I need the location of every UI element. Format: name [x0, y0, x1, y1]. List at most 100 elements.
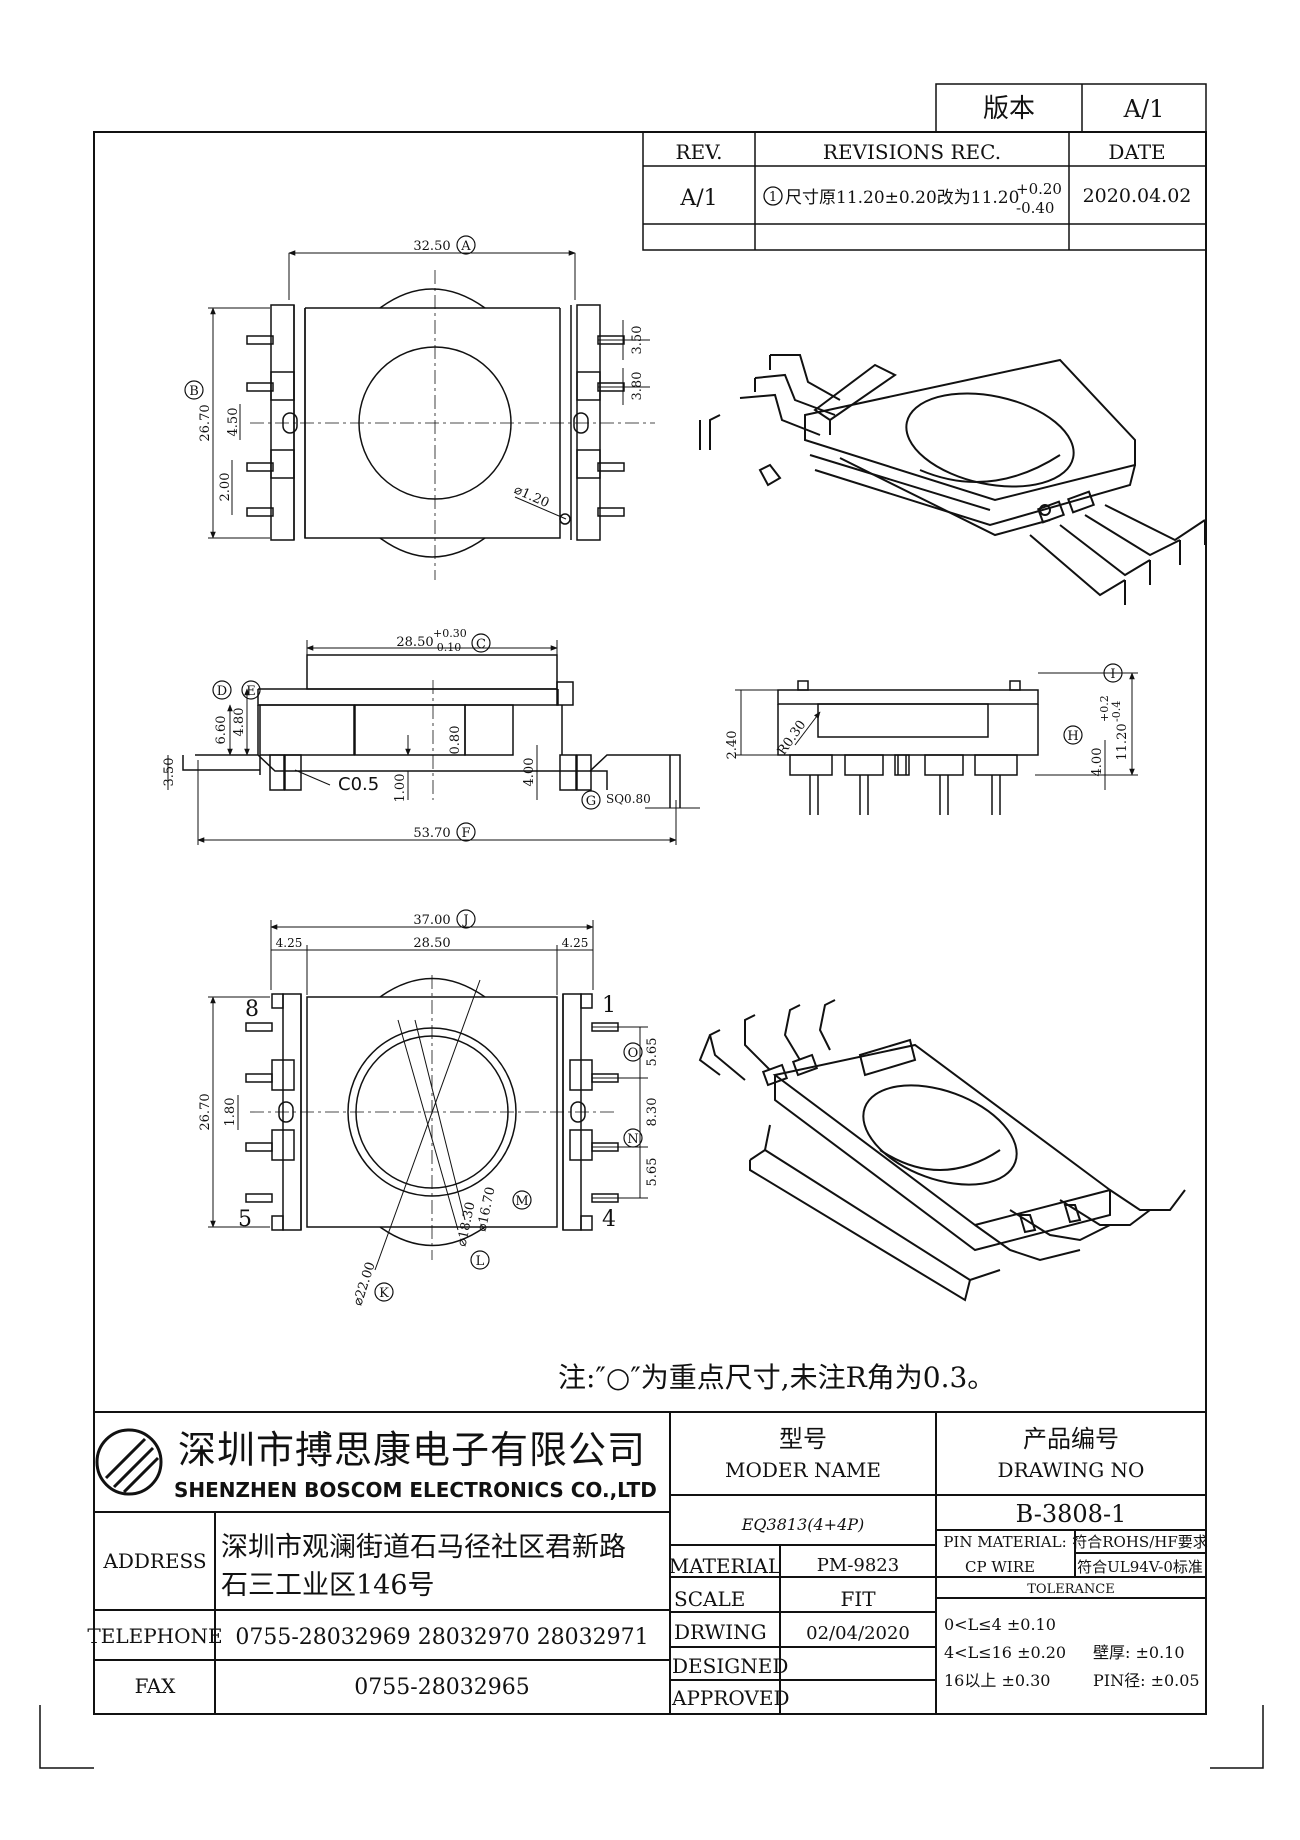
tag-c-circle: [471, 633, 491, 653]
date-header: DATE: [1108, 140, 1165, 164]
pin-label-1: 1: [602, 993, 616, 1018]
tag-k-circle: [374, 1282, 394, 1302]
top-dim-200: 2.00: [218, 473, 233, 502]
end-tol-plus: +0.2: [1098, 695, 1111, 722]
bottom-dim-2670: 26.70: [198, 1093, 213, 1130]
version-value: A/1: [1123, 95, 1165, 123]
bottom-dim-565b: 5.65: [645, 1158, 660, 1187]
tag-f-circle: [456, 822, 476, 842]
end-view: [735, 672, 1138, 815]
revision-circle-mark: [763, 186, 783, 206]
end-dim-r: R0.30: [775, 718, 810, 758]
top-dim-450: 4.50: [226, 408, 241, 437]
end-dim-1120: 11.20: [1115, 723, 1130, 760]
top-dim-350: 3.50: [630, 326, 645, 355]
side-dim-350: 3.50: [162, 758, 177, 787]
company-logo: [95, 1428, 163, 1496]
revision-tol-minus: -0.40: [1016, 199, 1054, 217]
drawing-date-label: DRWING: [674, 1620, 767, 1644]
tag-b-circle: [184, 380, 204, 400]
tag-i: I: [1110, 667, 1115, 682]
pin-label-5: 5: [238, 1207, 252, 1232]
tag-h-circle: [1063, 725, 1083, 745]
tag-g: G: [586, 794, 596, 809]
general-note: 注:″○″为重点尺寸,未注R角为0.3。: [558, 1361, 995, 1394]
iso-view-bottom: [698, 999, 1186, 1302]
pin-diameter-tolerance: PIN径: ±0.05: [1093, 1671, 1200, 1690]
end-dim-400: 4.00: [1090, 748, 1105, 777]
top-view: [208, 250, 655, 580]
fax-value: 0755-28032965: [354, 1675, 529, 1700]
iso-view-top: [699, 354, 1206, 605]
top-dim-hole: ⌀1.20: [512, 482, 552, 511]
company-name-en: SHENZHEN BOSCOM ELECTRONICS CO.,LTD: [174, 1478, 657, 1502]
drawing-date-value: 02/04/2020: [806, 1623, 910, 1644]
tag-j: J: [461, 913, 468, 928]
side-dim-660: 6.60: [214, 716, 229, 745]
address-line-1: 深圳市观澜街道石马径社区君新路: [221, 1532, 626, 1563]
revision-tol-plus: +0.20: [1016, 180, 1062, 198]
material-value: PM-9823: [817, 1555, 899, 1576]
side-tol-c-minus: -0.10: [433, 641, 461, 654]
tag-n: N: [627, 1132, 638, 1147]
bottom-dim-1670: ⌀16.70: [475, 1186, 499, 1233]
tolerance-label: TOLERANCE: [1027, 1582, 1114, 1597]
tolerance-row-2: 4<L≤16 ±0.20: [944, 1643, 1066, 1662]
bottom-dim-830: 8.30: [645, 1098, 660, 1127]
tag-h: H: [1067, 729, 1078, 744]
designed-label: DESIGNED: [672, 1654, 788, 1678]
side-view: [167, 640, 700, 845]
end-dim-240: 2.40: [725, 731, 740, 760]
tag-a: A: [460, 239, 471, 254]
tolerance-row-1: 0<L≤4 ±0.10: [944, 1615, 1056, 1634]
scale-label: SCALE: [674, 1587, 745, 1611]
company-name-cn: 深圳市搏思康电子有限公司: [178, 1428, 646, 1472]
fax-label: FAX: [135, 1674, 177, 1698]
tag-j-circle: [456, 909, 476, 929]
side-dim-080: 0.80: [448, 726, 463, 755]
top-dim-a: 32.50: [413, 239, 450, 254]
bottom-dim-425a: 4.25: [276, 936, 303, 950]
bottom-dim-2200: ⌀22.00: [351, 1260, 379, 1307]
side-dim-480: 4.80: [232, 708, 247, 737]
side-dim-400: 4.00: [522, 758, 537, 787]
scale-value: FIT: [840, 1587, 876, 1611]
tag-g-circle: [581, 790, 601, 810]
telephone-value: 0755-28032969 28032970 28032971: [235, 1625, 648, 1650]
top-dim-b: 26.70: [198, 404, 213, 441]
model-value: EQ3813(4+4P): [741, 1515, 865, 1534]
drawing-no-label-cn: 产品编号: [1023, 1425, 1119, 1453]
bottom-dim-180: 1.80: [223, 1098, 238, 1127]
tag-m: M: [515, 1194, 528, 1209]
material-label: MATERIAL: [669, 1554, 781, 1578]
tag-o: O: [628, 1046, 639, 1061]
revisions-table: [642, 131, 1207, 251]
revision-mark-digit: 1: [769, 190, 777, 205]
bottom-dim-565a: 5.65: [645, 1038, 660, 1067]
bottom-dim-425b: 4.25: [562, 936, 589, 950]
bottom-view: [208, 920, 648, 1271]
version-block: [935, 83, 1207, 133]
pin-material-value: CP WIRE: [965, 1558, 1035, 1576]
wall-thickness-tolerance: 壁厚: ±0.10: [1093, 1643, 1185, 1662]
corner-marks: [39, 1705, 1264, 1769]
tag-k: K: [379, 1286, 389, 1301]
tag-l-circle: [470, 1250, 490, 1270]
tag-e-circle: [241, 680, 261, 700]
model-label-cn: 型号: [779, 1425, 827, 1453]
pin-label-8: 8: [245, 997, 259, 1022]
tag-d: D: [217, 684, 227, 699]
pin-label-4: 4: [602, 1207, 616, 1232]
tag-d-circle: [212, 680, 232, 700]
side-dim-f: 53.70: [413, 826, 450, 841]
tag-l: L: [476, 1254, 485, 1269]
address-label: ADDRESS: [102, 1549, 206, 1573]
title-block-grid: [93, 1411, 1207, 1715]
side-dim-100: 1.00: [393, 774, 408, 803]
tag-f: F: [461, 826, 470, 841]
model-label-en: MODER NAME: [725, 1458, 881, 1482]
tag-b: B: [189, 384, 199, 399]
tag-c: C: [476, 637, 486, 652]
revision-text: 尺寸原11.20±0.20改为11.20: [785, 188, 1019, 208]
